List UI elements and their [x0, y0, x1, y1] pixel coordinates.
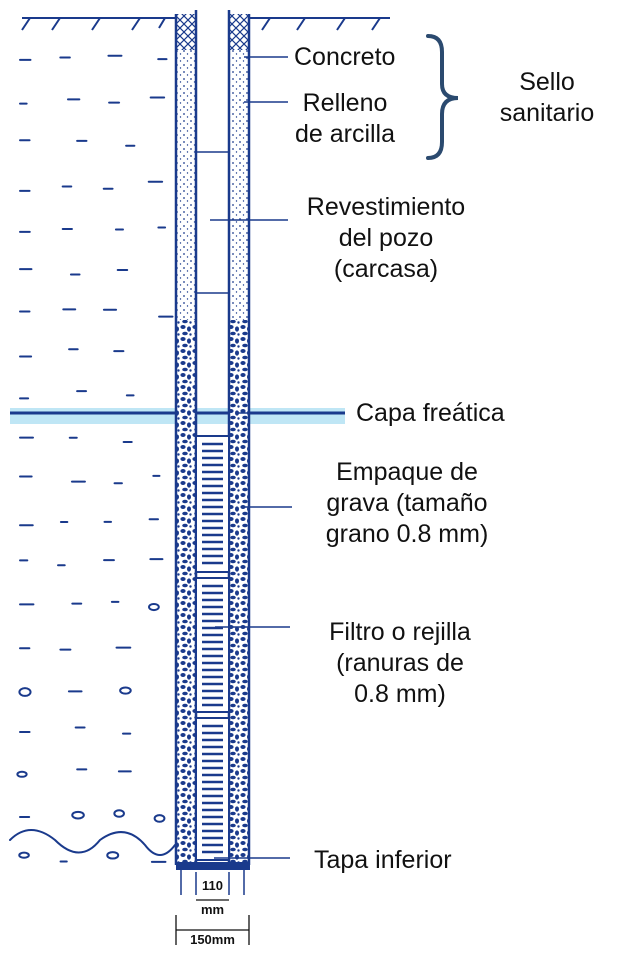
dimension-lines [175, 899, 250, 945]
dimension-inner-unit: mm [200, 902, 225, 917]
casing-joints [196, 151, 229, 294]
leader-lines [210, 56, 345, 859]
label-screen-line-3: 0.8 mm) [354, 680, 446, 708]
ground-surface [21, 17, 390, 31]
label-screen-line-2: (ranuras de [336, 649, 464, 677]
label-water-table: Capa freática [356, 399, 505, 427]
dimension-inner-value: 110 [202, 878, 223, 893]
soil-rocks [9, 829, 176, 856]
gravel-pack-right [229, 320, 250, 865]
soil-pebble [18, 851, 30, 859]
label-clay-fill-line-1: Relleno [302, 89, 388, 117]
label-clay-fill-line-2: de arcilla [294, 120, 396, 148]
sanitary-seal-brace [426, 34, 459, 160]
label-casing: Revestimiento del pozo (carcasa) [284, 192, 488, 285]
label-gravel-pack-line-1: Empaque de [336, 458, 478, 486]
label-clay-fill: Relleno de arcilla [284, 88, 406, 150]
screen-section [195, 435, 230, 573]
bottom-cap [176, 862, 250, 870]
clay-fill-right [230, 50, 248, 320]
label-sanitary-seal-line-2: sanitario [499, 99, 595, 127]
bottom-cap-outline [180, 870, 245, 895]
dimension-outer: 150mm [190, 932, 235, 947]
soil-pebble [106, 851, 120, 860]
label-gravel-pack-line-2: grava (tamaño [326, 489, 488, 517]
soil-pebble [16, 770, 28, 778]
label-gravel-pack-line-3: grano 0.8 mm) [325, 520, 489, 548]
label-screen-line-1: Filtro o rejilla [329, 618, 471, 646]
label-sanitary-seal: Sello sanitario [486, 67, 608, 129]
gravel-pack-left [175, 320, 196, 865]
screen-sections [195, 435, 230, 861]
soil-pebble [153, 814, 166, 823]
label-concrete: Concreto [294, 43, 396, 71]
soil-strata [9, 54, 176, 863]
label-bottom-cap: Tapa inferior [314, 846, 452, 874]
label-screen: Filtro o rejilla (ranuras de 0.8 mm) [300, 617, 500, 710]
concrete-seal-right [230, 14, 248, 50]
label-casing-line-3: (carcasa) [333, 255, 439, 283]
concrete-seal [177, 14, 195, 50]
label-casing-line-1: Revestimiento [306, 193, 466, 221]
label-gravel-pack: Empaque de grava (tamaño grano 0.8 mm) [300, 457, 514, 550]
soil-pebble [113, 809, 125, 818]
label-casing-line-2: del pozo [338, 224, 434, 252]
soil-pebble [148, 602, 160, 612]
soil-pebble [71, 810, 85, 820]
soil-pebble [119, 686, 132, 695]
label-sanitary-seal-line-1: Sello [519, 68, 575, 96]
soil-pebble [18, 687, 32, 697]
clay-fill-left [177, 50, 195, 320]
